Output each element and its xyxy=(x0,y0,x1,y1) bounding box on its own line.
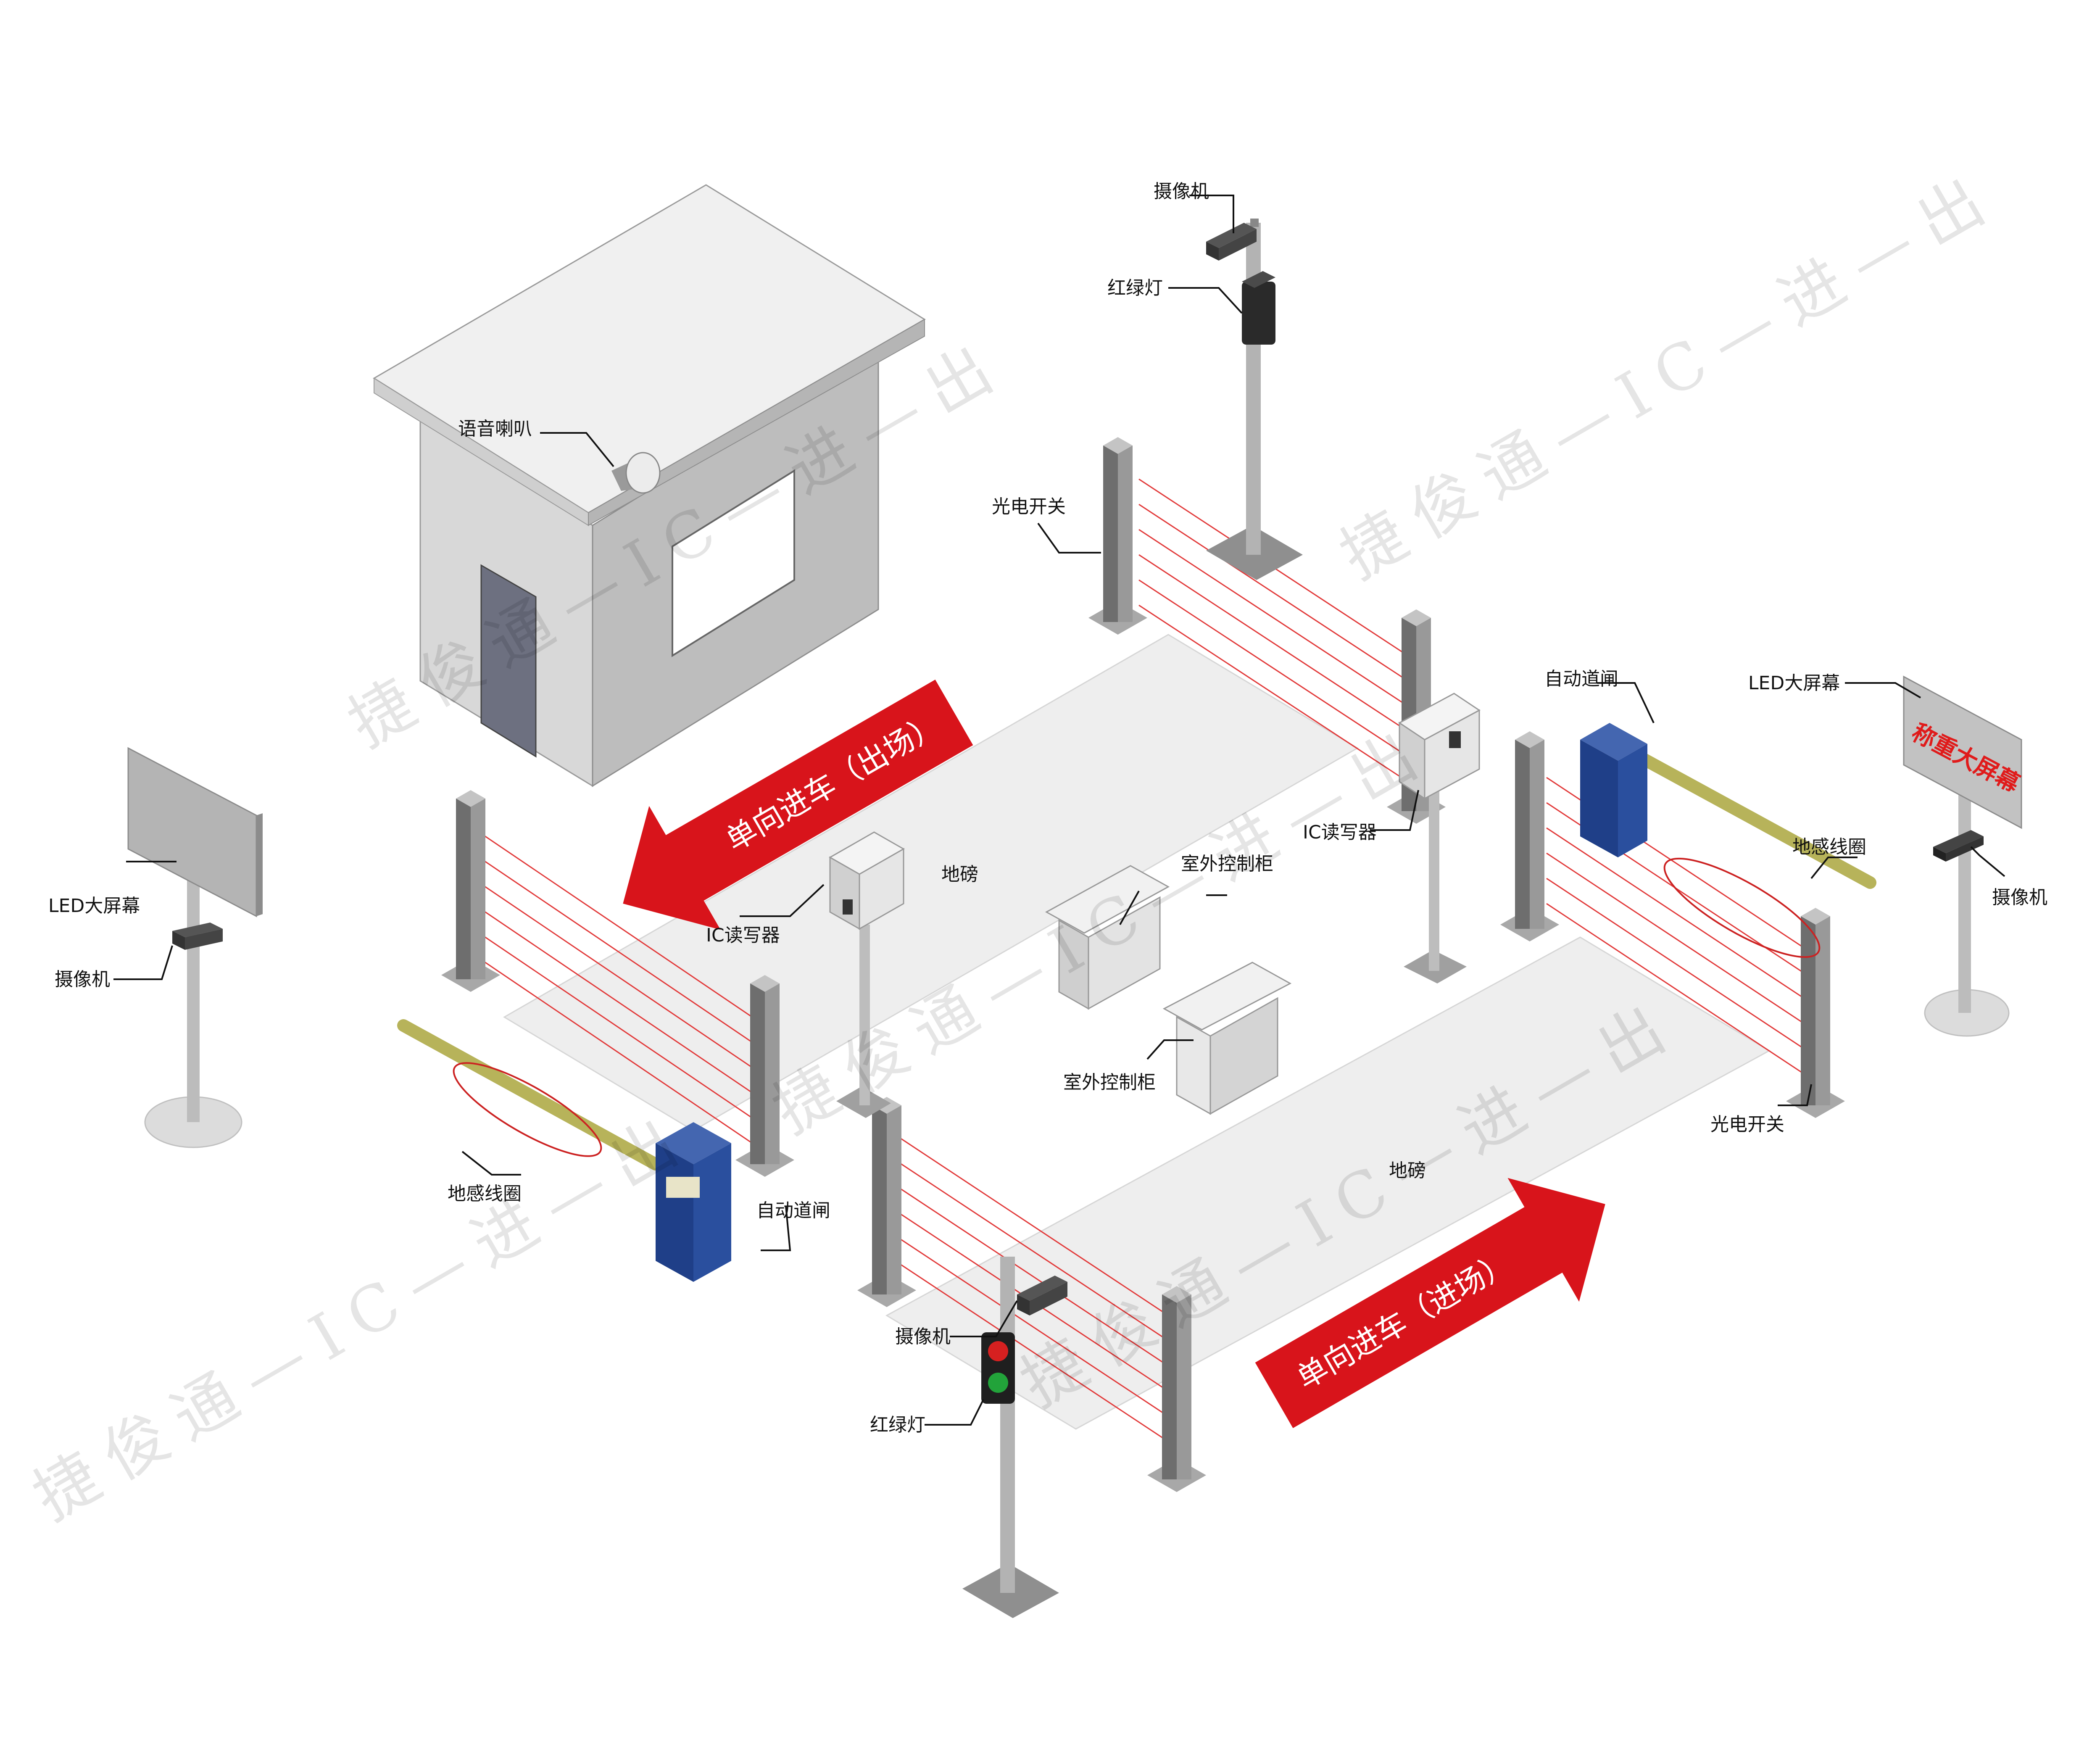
ic-reader-right xyxy=(1398,693,1481,983)
traffic-light-icon xyxy=(981,1332,1015,1404)
led-screen-right: 称重大屏幕 xyxy=(1903,675,2024,1037)
barrier-gate-left xyxy=(397,1019,731,1282)
ic-reader-center-label: IC读写器 xyxy=(706,925,780,946)
photoelectric-post xyxy=(1088,437,1147,635)
traffic-light-bottom-label: 红绿灯 xyxy=(870,1414,925,1436)
camera-pole-bottom xyxy=(962,1257,1067,1618)
camera-icon xyxy=(1206,223,1257,261)
ground-loop-left-label: 地感线圈 xyxy=(448,1183,522,1205)
outdoor-cabinet-bottom-label: 室外控制柜 xyxy=(1063,1072,1156,1093)
photoelectric-post xyxy=(441,790,500,992)
auto-barrier-right-label: 自动道闸 xyxy=(1544,668,1618,690)
ground-loop-right-label: 地感线圈 xyxy=(1792,836,1866,858)
outdoor-cabinet-1 xyxy=(1045,865,1170,1010)
barrier-gate-right xyxy=(1580,723,1876,958)
traffic-light-top-label: 红绿灯 xyxy=(1107,277,1163,299)
photoelectric-post xyxy=(1500,731,1559,941)
photoelectric-switch-right-label: 光电开关 xyxy=(1710,1114,1784,1135)
led-screen-left-label: LED大屏幕 xyxy=(48,895,140,917)
camera-left-label: 摄像机 xyxy=(55,969,110,990)
weighbridge-top-label: 地磅 xyxy=(941,864,978,885)
camera-icon xyxy=(172,923,223,950)
outdoor-cabinet-2 xyxy=(1162,962,1292,1115)
traffic-light-icon xyxy=(1242,271,1275,345)
led-screen-left xyxy=(127,747,263,1148)
watermark: 捷俊通—IC—进—出 xyxy=(1328,157,2010,593)
leader-lines xyxy=(113,195,2005,1426)
photoelectric-beams-left xyxy=(479,831,753,1144)
photoelectric-post xyxy=(735,975,794,1177)
ic-reader-right-label: IC读写器 xyxy=(1303,822,1377,843)
weighbridge-bottom-label: 地磅 xyxy=(1389,1160,1426,1181)
photoelectric-post xyxy=(1786,908,1845,1118)
outdoor-cabinet-top-label: 室外控制柜 xyxy=(1181,853,1273,875)
camera-icon xyxy=(1933,830,1984,862)
speaker-label: 语音喇叭 xyxy=(458,418,532,440)
guard-booth xyxy=(373,184,926,787)
ground-loop xyxy=(453,1062,602,1157)
photoelectric-switch-top-label: 光电开关 xyxy=(992,496,1066,517)
photoelectric-post xyxy=(857,1097,916,1307)
led-screen-right-label: LED大屏幕 xyxy=(1748,672,1840,694)
auto-barrier-left-label: 自动道闸 xyxy=(756,1200,830,1221)
camera-bottom-label: 摄像机 xyxy=(895,1326,951,1347)
boom-arm xyxy=(397,1019,662,1170)
booth-door xyxy=(480,564,537,758)
ic-reader-center xyxy=(828,831,905,1118)
watermark: 捷俊通—IC—进—出 xyxy=(21,1098,704,1534)
boom-arm xyxy=(1633,750,1876,889)
booth-window xyxy=(672,469,795,657)
camera-pole-top xyxy=(1206,219,1303,580)
camera-icon xyxy=(1017,1276,1067,1315)
ground-loop xyxy=(1663,857,1821,958)
photoelectric-post xyxy=(1147,1286,1206,1492)
camera-right-label: 摄像机 xyxy=(1992,887,2047,908)
speaker-icon xyxy=(611,452,661,494)
camera-top-label: 摄像机 xyxy=(1154,181,1209,202)
